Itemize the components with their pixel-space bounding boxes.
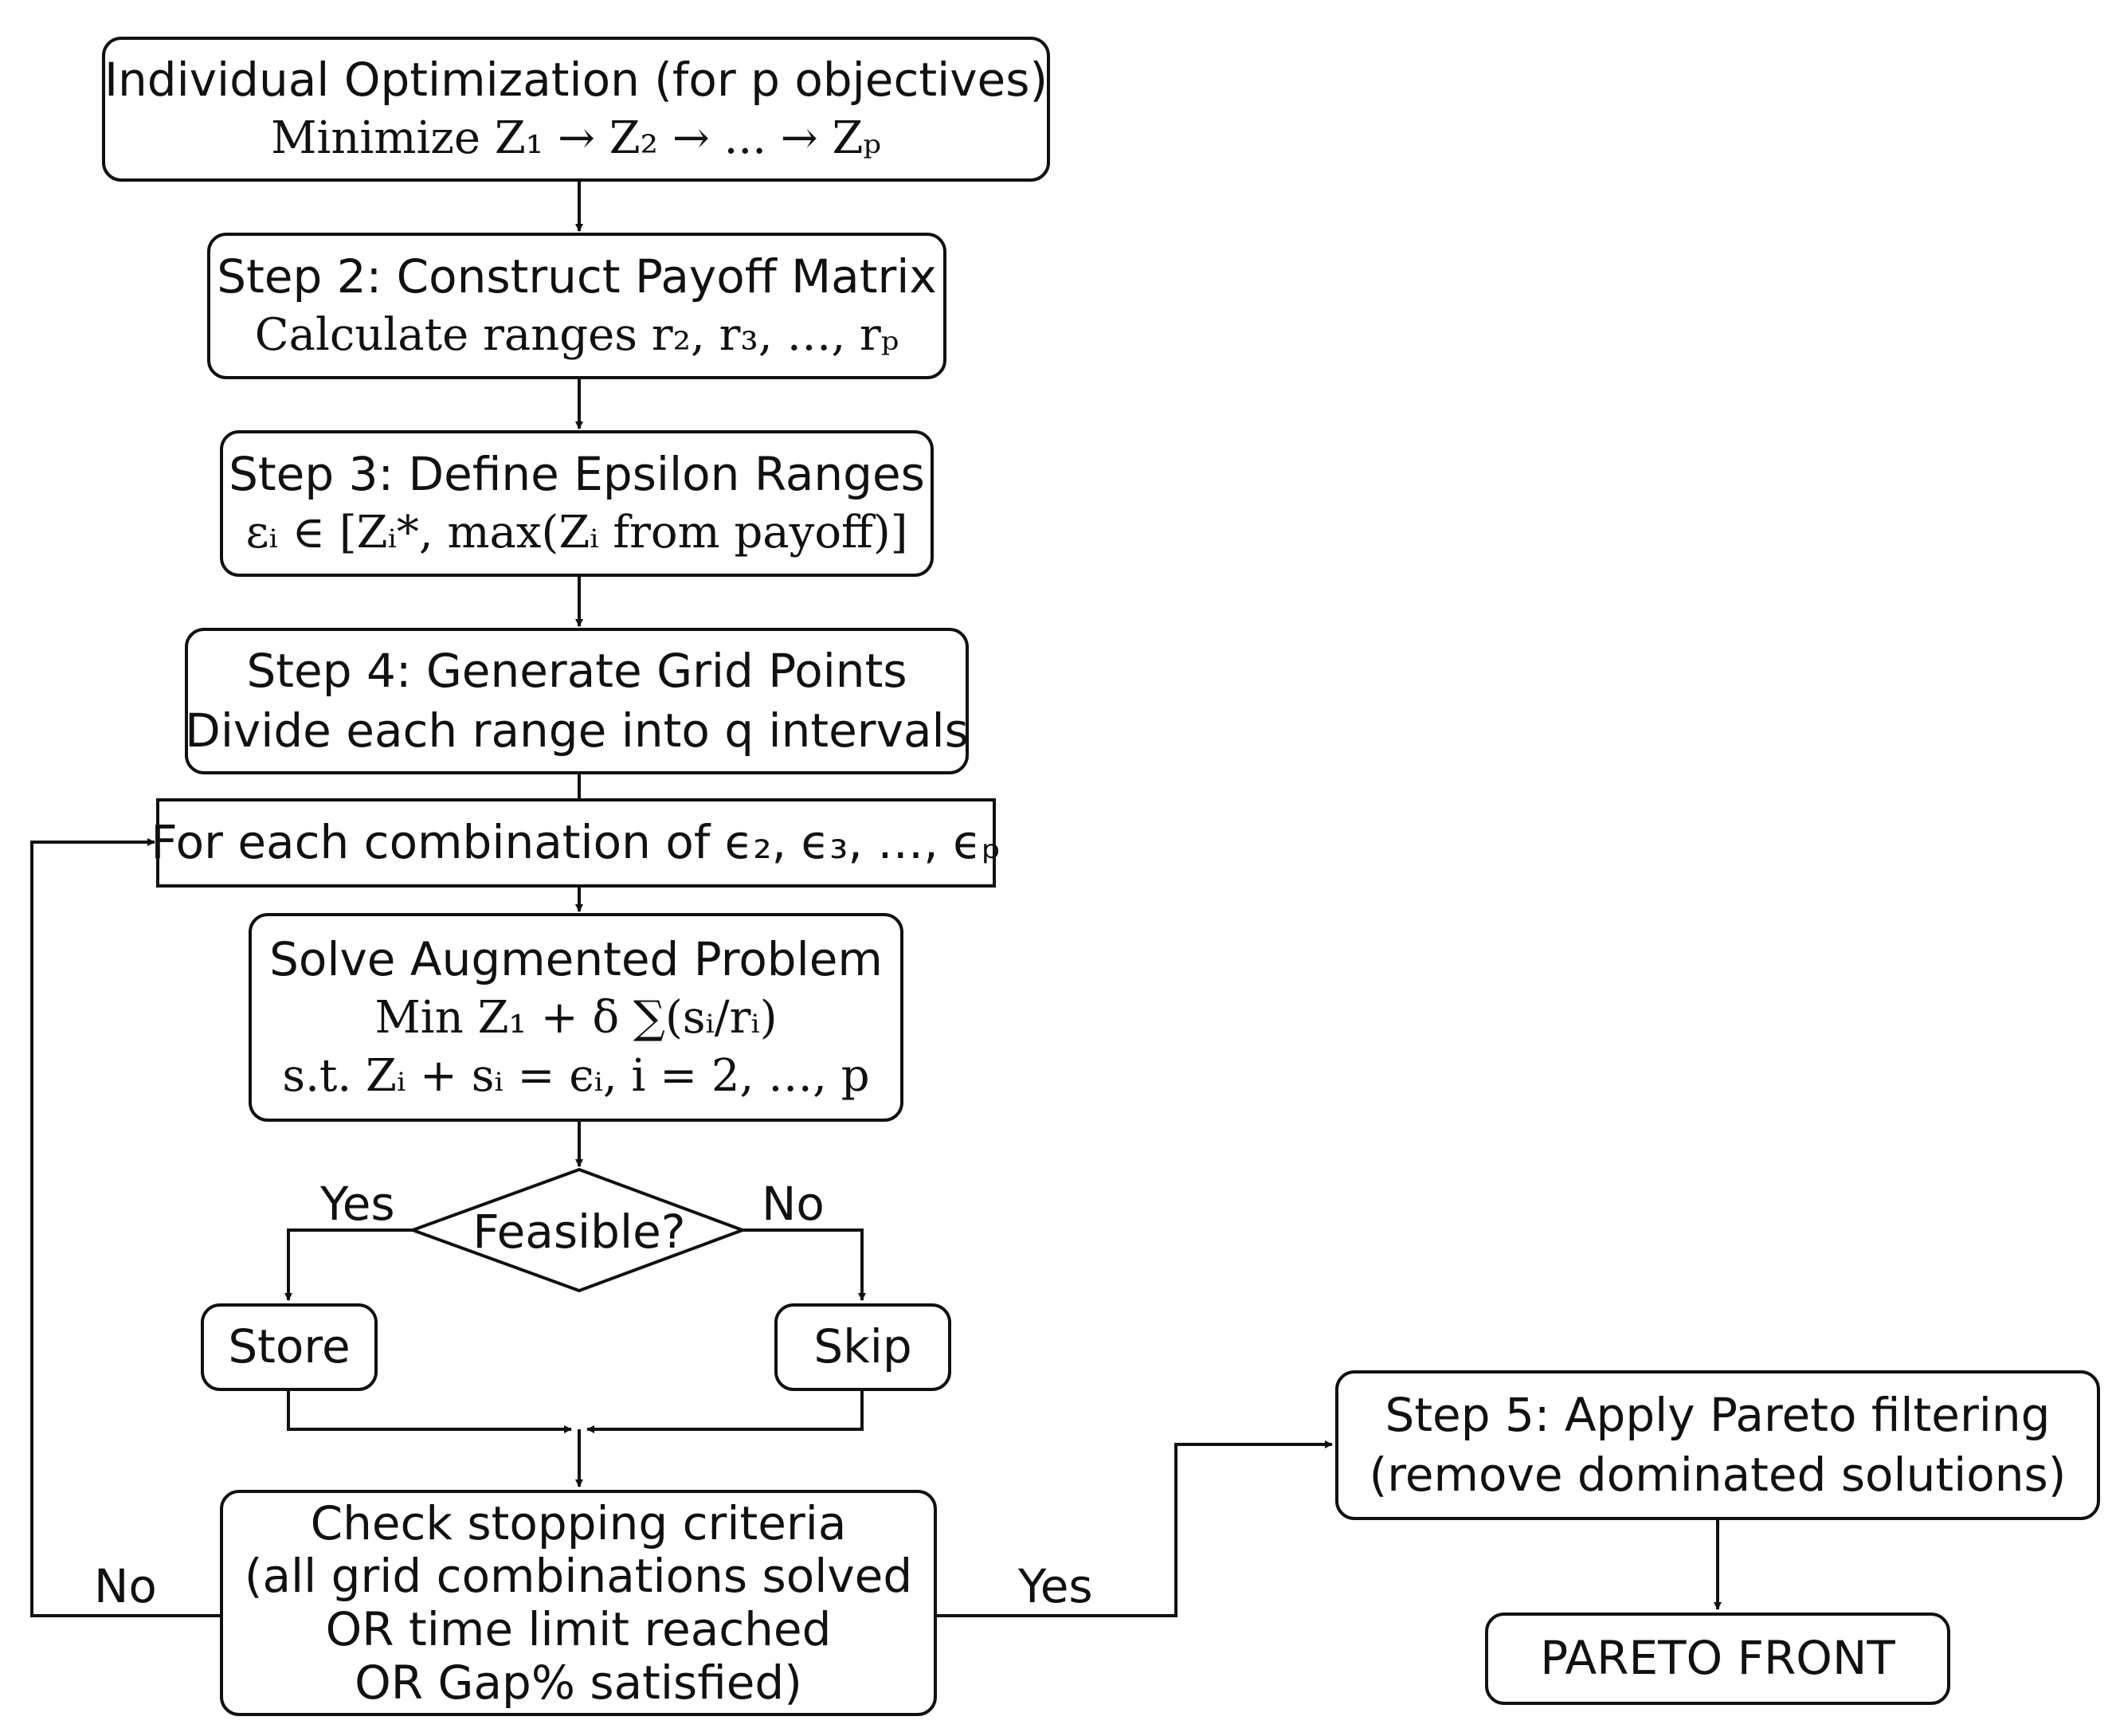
step3-title: Step 3: Define Epsilon Ranges bbox=[229, 446, 925, 501]
step3-formula: εᵢ ∈ [Zᵢ*, max(Zᵢ from payoff)] bbox=[245, 507, 908, 559]
step5-box: Step 5: Apply Pareto filtering (remove d… bbox=[1335, 1370, 2100, 1520]
step2-formula: Calculate ranges r₂, r₃, …, rₚ bbox=[254, 309, 899, 362]
for-each-combination-box: For each combination of ϵ₂, ϵ₃, …, ϵₚ bbox=[151, 798, 1001, 888]
step5-description: (remove dominated solutions) bbox=[1369, 1448, 2067, 1502]
solve-augmented-title: Solve Augmented Problem bbox=[269, 931, 883, 986]
individual-optimization-box: Individual Optimization (for p objective… bbox=[102, 37, 1050, 182]
step3-box: Step 3: Define Epsilon Ranges εᵢ ∈ [Zᵢ*,… bbox=[220, 430, 934, 577]
feasible-no-label: No bbox=[762, 1177, 825, 1231]
pareto-front-box: PARETO FRONT bbox=[1485, 1613, 1950, 1705]
pareto-front-label: PARETO FRONT bbox=[1540, 1631, 1895, 1686]
step4-title: Step 4: Generate Grid Points bbox=[246, 643, 907, 698]
step2-box: Step 2: Construct Payoff Matrix Calculat… bbox=[207, 233, 946, 379]
solve-augmented-constraint: s.t. Zᵢ + sᵢ = ϵᵢ, i = 2, …, p bbox=[282, 1049, 870, 1102]
check-stopping-box: Check stopping criteria (all grid combin… bbox=[220, 1490, 937, 1716]
feasible-yes-label: Yes bbox=[320, 1177, 395, 1231]
solve-augmented-objective: Min Z₁ + δ ∑(sᵢ/rᵢ) bbox=[374, 991, 778, 1044]
step4-box: Step 4: Generate Grid Points Divide each… bbox=[185, 628, 969, 774]
check-no-label: No bbox=[94, 1559, 157, 1613]
edge-store-to-merge bbox=[287, 1391, 572, 1433]
for-each-combination-text: For each combination of ϵ₂, ϵ₃, …, ϵₚ bbox=[151, 815, 1001, 870]
feasible-question: Feasible? bbox=[472, 1205, 686, 1259]
feasible-decision-diamond bbox=[408, 1167, 747, 1293]
step4-description: Divide each range into q intervals bbox=[185, 703, 969, 758]
check-stopping-condition-1: (all grid combinations solved bbox=[244, 1549, 913, 1604]
edge-check-no-loop bbox=[30, 838, 220, 1617]
edge-feasible-no-to-skip bbox=[743, 1229, 866, 1301]
edge-check-yes-to-step5 bbox=[937, 1440, 1333, 1617]
edge-skip-to-merge bbox=[586, 1391, 864, 1433]
check-stopping-condition-2: OR time limit reached bbox=[325, 1602, 832, 1656]
store-box: Store bbox=[201, 1303, 378, 1391]
individual-optimization-formula: Minimize Z₁ → Z₂ → ... → Zₚ bbox=[271, 112, 881, 165]
store-label: Store bbox=[228, 1319, 351, 1374]
check-stopping-title: Check stopping criteria bbox=[310, 1495, 847, 1550]
step5-title: Step 5: Apply Pareto filtering bbox=[1385, 1387, 2051, 1442]
skip-box: Skip bbox=[774, 1303, 951, 1391]
individual-optimization-title: Individual Optimization (for p objective… bbox=[104, 52, 1048, 107]
skip-label: Skip bbox=[813, 1319, 912, 1374]
check-stopping-condition-3: OR Gap% satisfied) bbox=[355, 1655, 802, 1710]
edge-feasible-yes-to-store bbox=[284, 1229, 413, 1301]
step2-title: Step 2: Construct Payoff Matrix bbox=[217, 249, 937, 304]
solve-augmented-box: Solve Augmented Problem Min Z₁ + δ ∑(sᵢ/… bbox=[249, 913, 903, 1122]
check-yes-label: Yes bbox=[1018, 1559, 1093, 1613]
